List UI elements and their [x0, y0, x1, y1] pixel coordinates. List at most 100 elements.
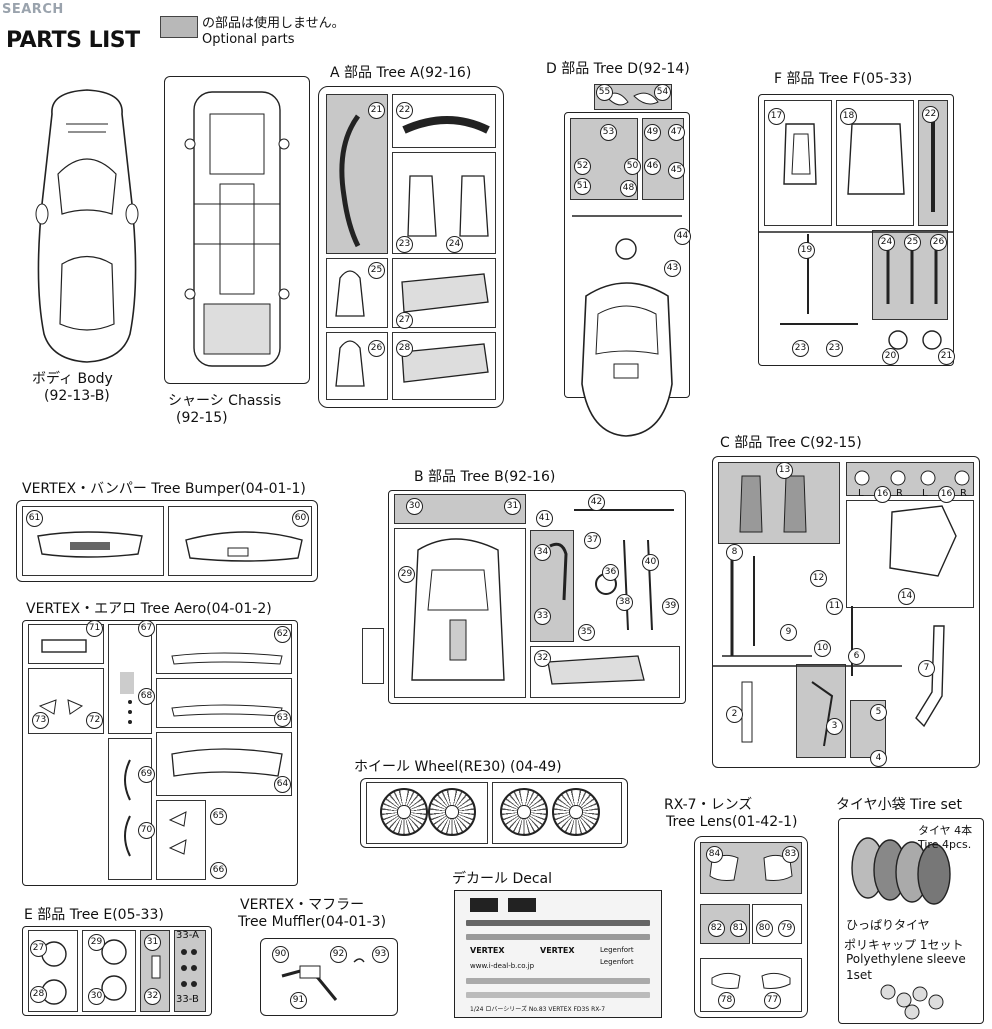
- tree-b-side-tab: [362, 628, 384, 684]
- aero-cell-65-66: [156, 800, 206, 880]
- tree-b-label: B 部品 Tree B(92-16): [414, 469, 556, 485]
- part-number: 42: [588, 494, 605, 511]
- part-number: 11: [826, 598, 843, 615]
- part-number: 23: [792, 340, 809, 357]
- part-number: 45: [668, 162, 685, 179]
- part-number: 21: [938, 348, 955, 365]
- part-number: 24: [878, 234, 895, 251]
- decal-block: [508, 898, 536, 912]
- part-number: 35: [578, 624, 595, 641]
- part-number: 32: [534, 650, 551, 667]
- part-number: 28: [396, 340, 413, 357]
- left-marker: L: [858, 488, 864, 499]
- part-number: 7: [918, 660, 935, 677]
- aero-parts: [38, 639, 283, 857]
- right-marker: R: [960, 488, 967, 499]
- polycap-en: Polyethylene sleeve: [846, 952, 966, 966]
- part-number: 71: [86, 620, 103, 637]
- part-number: 25: [368, 262, 385, 279]
- part-number: 22: [396, 102, 413, 119]
- part-number: 66: [210, 862, 227, 879]
- part-number: 6: [848, 648, 865, 665]
- wheel-part: [428, 788, 476, 836]
- part-number: 31: [504, 498, 521, 515]
- part-number: 2: [726, 706, 743, 723]
- part-number: 83: [782, 846, 799, 863]
- part-number: 78: [718, 992, 735, 1009]
- part-number: 73: [32, 712, 49, 729]
- bumper-parts: [37, 531, 303, 562]
- part-number: 91: [290, 992, 307, 1009]
- chassis-code: (92-15): [176, 410, 228, 426]
- part-number: 80: [756, 920, 773, 937]
- hippari-label: ひっぱりタイヤ: [846, 918, 930, 932]
- part-number: 39: [662, 598, 679, 615]
- chassis-label: シャーシ Chassis: [168, 393, 282, 409]
- decal-footer: 1/24 ロバーシリーズ No.83 VERTEX FD3S RX-7: [470, 1006, 606, 1013]
- wheel-label: ホイール Wheel(RE30) (04-49): [354, 759, 562, 775]
- part-number: 22: [922, 106, 939, 123]
- tree-a-label: A 部品 Tree A(92-16): [330, 65, 472, 81]
- lens-parts: [709, 854, 793, 989]
- part-number: 26: [930, 234, 947, 251]
- part-number: 32: [144, 988, 161, 1005]
- part-number: 93: [372, 946, 389, 963]
- decal-text: www.i-deal-b.co.jp: [470, 962, 535, 970]
- muffler-label-en: Tree Muffler(04-01-3): [238, 914, 387, 930]
- part-number: 37: [584, 532, 601, 549]
- tree-e-cell-33: [174, 930, 206, 1012]
- part-number: 52: [574, 158, 591, 175]
- body-code: (92-13-B): [44, 388, 110, 404]
- part-number: 63: [274, 710, 291, 727]
- part-number: 18: [840, 108, 857, 125]
- part-number: 33: [534, 608, 551, 625]
- tire-count-jp: タイヤ 4本: [918, 824, 973, 837]
- decal-text: VERTEX: [470, 946, 505, 955]
- decal-strip: [466, 978, 650, 984]
- part-number: 90: [272, 946, 289, 963]
- tree-c-label: C 部品 Tree C(92-15): [720, 435, 862, 451]
- decal-strip: [466, 920, 650, 926]
- decal-strip: [466, 992, 650, 998]
- part-number: 4: [870, 750, 887, 767]
- part-number: 48: [620, 180, 637, 197]
- part-number: 40: [642, 554, 659, 571]
- part-number: 79: [778, 920, 795, 937]
- part-number: 10: [814, 640, 831, 657]
- part-number: 29: [398, 566, 415, 583]
- part-number: 17: [768, 108, 785, 125]
- tree-f-label: F 部品 Tree F(05-33): [774, 71, 913, 87]
- tree-f-parts: [758, 114, 954, 350]
- part-number: 36: [602, 564, 619, 581]
- part-number: 65: [210, 808, 227, 825]
- part-number: 16: [938, 486, 955, 503]
- left-marker: L: [922, 488, 928, 499]
- decal-strip: [466, 934, 650, 940]
- part-number: 26: [368, 340, 385, 357]
- body-drawing: [35, 89, 139, 363]
- tree-b-parts: [411, 509, 674, 685]
- legend-text-en: Optional parts: [202, 32, 295, 47]
- decal-text: Legenfort: [600, 958, 634, 966]
- tree-e-label: E 部品 Tree E(05-33): [24, 907, 164, 923]
- part-number: 43: [664, 260, 681, 277]
- part-number: 19: [798, 242, 815, 259]
- part-number: 82: [708, 920, 725, 937]
- aero-cell-62: [156, 624, 292, 674]
- tree-c-parts: [712, 470, 970, 747]
- lens-label-jp: RX-7・レンズ: [664, 797, 753, 813]
- part-number: 12: [810, 570, 827, 587]
- part-number: 81: [730, 920, 747, 937]
- page-title: PARTS LIST: [6, 28, 140, 53]
- right-marker: R: [896, 488, 903, 499]
- lens-label-en: Tree Lens(01-42-1): [666, 814, 798, 830]
- decal-text: Legenfort: [600, 946, 634, 954]
- part-number: 33-B: [176, 994, 199, 1005]
- aero-cell-63: [156, 678, 292, 728]
- tree-d-label: D 部品 Tree D(92-14): [546, 61, 690, 77]
- part-number: 23: [396, 236, 413, 253]
- wheel-part: [552, 788, 600, 836]
- part-number: 50: [624, 158, 641, 175]
- part-number: 14: [898, 588, 915, 605]
- part-number: 72: [86, 712, 103, 729]
